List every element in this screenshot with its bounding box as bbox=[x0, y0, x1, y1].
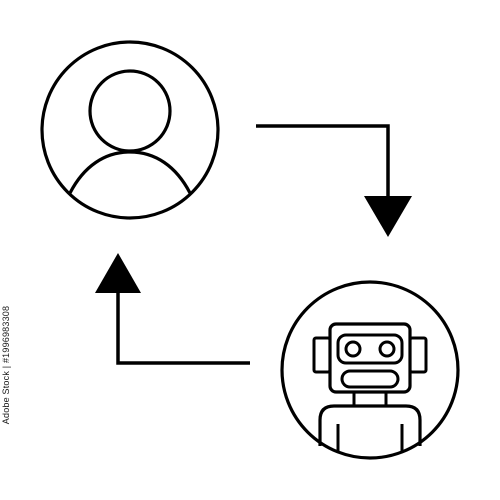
arrow-down-right-icon bbox=[256, 124, 412, 237]
robot-body bbox=[318, 404, 422, 446]
robot-visor bbox=[336, 333, 404, 365]
robot-mouth bbox=[340, 369, 400, 389]
arrow-down-right-head bbox=[364, 196, 412, 237]
robot-frame-circle bbox=[280, 280, 460, 460]
user-avatar-icon bbox=[68, 69, 192, 194]
user-shoulders bbox=[68, 150, 192, 194]
robot-node bbox=[280, 280, 460, 460]
robot-left-ear bbox=[312, 336, 332, 374]
person-frame-circle bbox=[40, 40, 220, 220]
arrow-up-left-icon bbox=[95, 253, 250, 365]
user-head bbox=[88, 69, 172, 153]
robot-right-ear bbox=[408, 336, 428, 374]
robot-neck bbox=[352, 390, 388, 408]
arrow-down-right-line bbox=[256, 124, 390, 200]
stock-credit-text: Adobe Stock | #1996983308 bbox=[1, 305, 11, 425]
arrow-up-left-line bbox=[116, 290, 250, 365]
robot-icon bbox=[312, 322, 428, 452]
arrow-up-left-head bbox=[95, 253, 141, 293]
stock-credit: Adobe Stock | #1996983308 bbox=[0, 270, 12, 460]
robot-left-eye bbox=[344, 340, 362, 358]
person-node bbox=[40, 40, 220, 220]
robot-right-eye bbox=[378, 340, 396, 358]
